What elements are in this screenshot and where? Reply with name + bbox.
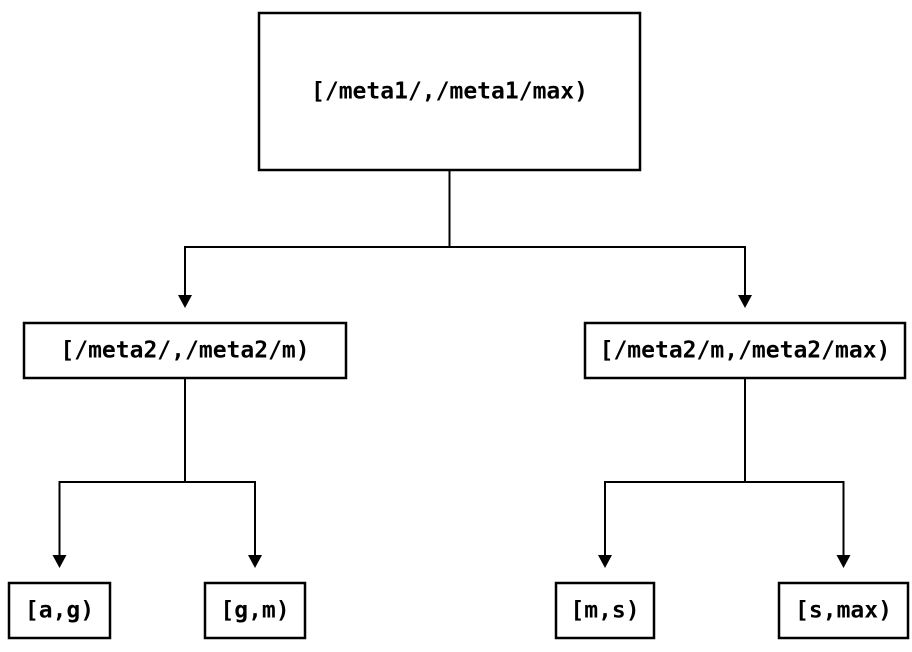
node-label: [a,g)	[25, 598, 94, 624]
node-label: [s,max)	[795, 598, 892, 624]
edge-connector-meta2-left-range-to-leaf-g-m	[184, 378, 256, 555]
node-box	[22, 321, 348, 380]
edge-connector-meta2-left-range-to-leaf-a-g	[58, 378, 186, 555]
tree-node-leaf-m-s: [m,s)	[554, 581, 656, 640]
arrowhead-icon	[52, 555, 67, 568]
arrowhead-icon	[178, 295, 192, 308]
tree-node-meta1-range: [/meta1/,/meta1/max)	[257, 11, 642, 172]
tree-node-leaf-a-g: [a,g)	[7, 581, 112, 640]
node-label: [/meta2/,/meta2/m)	[60, 338, 309, 364]
node-label: [/meta1/,/meta1/max)	[311, 79, 588, 105]
edge-connector-meta2-right-range-to-leaf-m-s	[604, 378, 746, 555]
node-label: [m,s)	[570, 598, 639, 624]
node-box	[583, 321, 907, 380]
node-box	[257, 11, 642, 172]
edge-connector-meta1-range-to-meta2-left-range	[184, 170, 451, 295]
node-box	[7, 581, 112, 640]
node-label: [g,m)	[220, 598, 289, 624]
node-box	[777, 581, 910, 640]
tree-node-leaf-g-m: [g,m)	[203, 581, 307, 640]
node-box	[203, 581, 307, 640]
tree-node-meta2-left-range: [/meta2/,/meta2/m)	[22, 321, 348, 380]
tree-node-meta2-right-range: [/meta2/m,/meta2/max)	[583, 321, 907, 380]
arrowhead-icon	[836, 555, 851, 568]
arrowhead-icon	[248, 555, 262, 568]
tree-node-leaf-s-max: [s,max)	[777, 581, 910, 640]
arrowhead-icon	[598, 555, 612, 568]
arrowhead-icon	[738, 295, 752, 308]
edge-connector-meta2-right-range-to-leaf-s-max	[744, 378, 845, 555]
node-label: [/meta2/m,/meta2/max)	[600, 338, 891, 364]
edge-connector-meta1-range-to-meta2-right-range	[448, 170, 746, 295]
node-box	[554, 581, 656, 640]
